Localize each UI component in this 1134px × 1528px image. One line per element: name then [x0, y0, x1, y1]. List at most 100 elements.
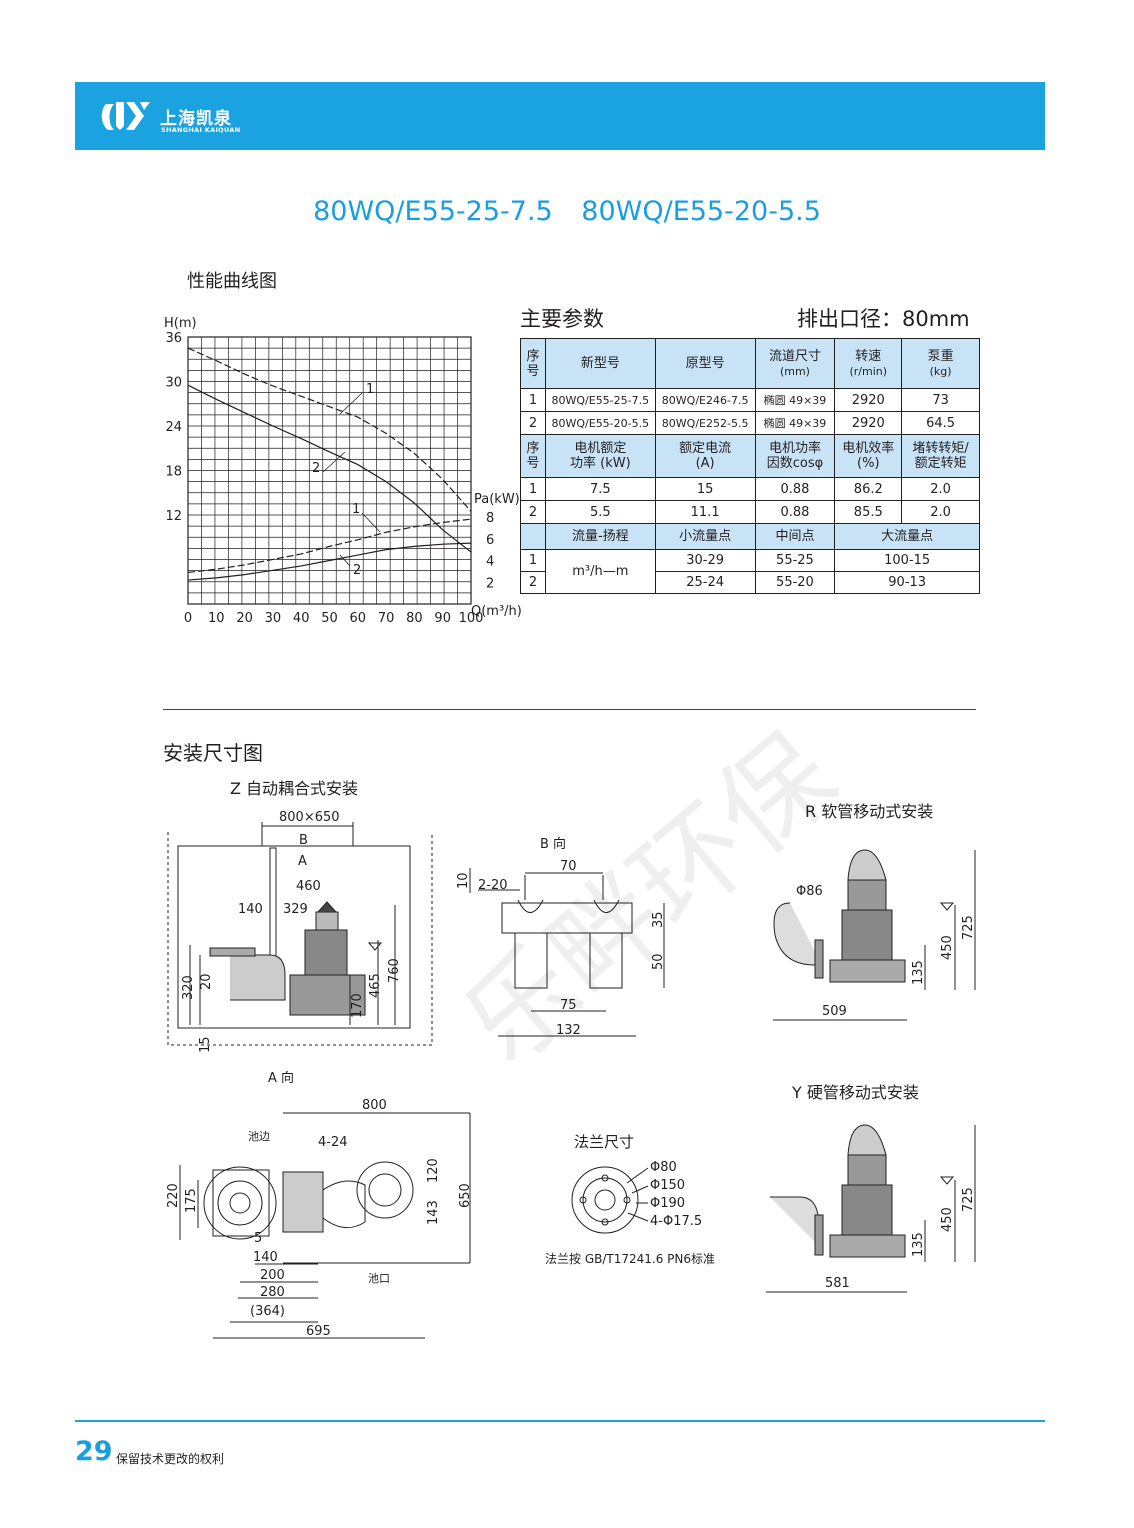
table-header-cell: 堵转转矩/额定转矩: [901, 434, 980, 478]
table-cell: 2920: [834, 411, 903, 435]
x-tick-label: 100: [459, 611, 484, 626]
svg-text:Φ86: Φ86: [796, 884, 823, 899]
table-cell: 30-29: [654, 549, 756, 572]
svg-text:10: 10: [456, 872, 471, 889]
footer-line: [75, 1420, 1045, 1422]
table-cell: m³/h—m: [544, 549, 656, 594]
svg-text:220: 220: [166, 1183, 181, 1208]
table-header-cell: 中间点: [754, 523, 836, 550]
table-header-cell: 电机功率因数cosφ: [754, 434, 836, 478]
svg-text:800: 800: [362, 1098, 387, 1113]
series-line-power-1: [187, 518, 472, 574]
params-section-title: 主要参数: [520, 307, 604, 331]
y-tick-label: 12: [165, 509, 182, 524]
y2-axis-label: Pa(kW): [474, 492, 520, 507]
svg-text:725: 725: [961, 1187, 976, 1212]
y2-tick-label: 8: [486, 511, 494, 526]
svg-text:15: 15: [198, 1036, 213, 1053]
curve-label-h2: 2: [312, 461, 320, 476]
params-table: 序号 新型号 原型号 流道尺寸(mm) 转速(r/min) 泵重(kg) 1 8…: [520, 338, 980, 594]
pump-drawing-r: [773, 849, 976, 1021]
svg-text:509: 509: [822, 1004, 847, 1019]
table-cell: 2: [520, 500, 546, 524]
table-cell: 80WQ/E55-20-5.5: [544, 411, 656, 435]
brand-name-en: SHANGHAI KAIQUAN: [161, 126, 241, 134]
table-cell: 15: [654, 477, 756, 501]
table-cell: 86.2: [834, 477, 903, 501]
install-section-title: 安装尺寸图: [163, 741, 263, 765]
svg-text:132: 132: [556, 1023, 581, 1038]
x-tick-label: 30: [265, 611, 282, 626]
svg-text:465: 465: [368, 973, 383, 998]
section-divider: [163, 709, 976, 710]
pit-drawing-z: [167, 822, 433, 1046]
table-header-cell: 流道尺寸(mm): [754, 338, 836, 389]
flange-drawing: [571, 1166, 649, 1234]
svg-text:320: 320: [181, 975, 196, 1000]
table-header-cell: 序号: [520, 338, 546, 389]
svg-text:Φ80: Φ80: [650, 1160, 677, 1175]
svg-text:725: 725: [961, 915, 976, 940]
svg-text:450: 450: [940, 935, 955, 960]
svg-text:20: 20: [199, 973, 214, 990]
svg-text:乐畔环保: 乐畔环保: [439, 710, 850, 1060]
table-cell: 85.5: [834, 500, 903, 524]
kaiquan-logo-icon: [101, 102, 150, 130]
svg-text:4-Φ17.5: 4-Φ17.5: [650, 1214, 702, 1229]
table-cell: 椭圆 49×39: [754, 388, 836, 412]
svg-text:Φ190: Φ190: [650, 1196, 685, 1211]
y-tick-label: 36: [165, 331, 182, 346]
pool-mouth-label: 池口: [368, 1272, 390, 1285]
table-cell: 80WQ/E55-25-7.5: [544, 388, 656, 412]
svg-text:460: 460: [296, 879, 321, 894]
table-cell: 2.0: [901, 477, 980, 501]
svg-text:135: 135: [911, 1232, 926, 1257]
z-install-label: Z 自动耦合式安装: [230, 779, 358, 798]
page-title: 80WQ/E55-25-7.5 80WQ/E55-20-5.5: [313, 196, 821, 227]
flange-note: 法兰按 GB/T17241.6 PN6标准: [545, 1252, 715, 1266]
table-header-cell: 原型号: [654, 338, 756, 389]
table-row: 序号 电机额定功率 (kW) 额定电流(A) 电机功率因数cosφ 电机效率(%…: [520, 434, 980, 478]
svg-text:A: A: [298, 854, 307, 869]
table-row: 2 25-24 55-20 90-13: [520, 571, 980, 594]
table-row: 2 5.5 11.1 0.88 85.5 2.0: [520, 500, 980, 524]
table-row: 1 80WQ/E55-25-7.5 80WQ/E246-7.5 椭圆 49×39…: [520, 388, 980, 412]
flange-dimensions: Φ80 Φ150 Φ190 4-Φ17.5: [650, 1160, 702, 1229]
watermark-text: 乐畔环保: [439, 710, 850, 1060]
svg-text:143: 143: [426, 1200, 441, 1225]
svg-text:135: 135: [911, 960, 926, 985]
y2-tick-label: 6: [486, 533, 494, 548]
svg-text:140: 140: [238, 902, 263, 917]
table-cell: 73: [901, 388, 980, 412]
a-view-label: A 向: [268, 1070, 294, 1086]
b-dimensions: 70 10 2-20 35 50 75 132: [456, 859, 666, 1038]
table-row: 2 80WQ/E55-20-5.5 80WQ/E252-5.5 椭圆 49×39…: [520, 411, 980, 435]
pump-drawing-y: [766, 1124, 976, 1293]
r-install-label: R 软管移动式安装: [805, 802, 933, 821]
table-row: 1 m³/h—m 30-29 55-25 100-15: [520, 549, 980, 594]
x-axis-label: Q(m³/h): [471, 604, 522, 619]
table-cell: 25-24: [654, 571, 756, 594]
curve-label-h1: 1: [366, 382, 374, 397]
a-dimensions: 800 4-24 220 175 120 143 650 5 140 200 2…: [166, 1098, 473, 1339]
table-row: 流量-扬程 小流量点 中间点 大流量点: [520, 523, 980, 550]
svg-text:650: 650: [458, 1183, 473, 1208]
footer-text: 保留技术更改的权利: [116, 1452, 225, 1466]
curve-section-title: 性能曲线图: [187, 271, 277, 292]
brand-name-cn: 上海凯泉: [160, 109, 232, 129]
table-header-cell: 序号: [520, 434, 546, 478]
svg-text:450: 450: [940, 1207, 955, 1232]
x-tick-label: 10: [208, 611, 225, 626]
table-cell: 2920: [834, 388, 903, 412]
page-number: 29: [75, 1436, 113, 1467]
z-dimensions: 800×650 B A 460 140 329 20 320 170 465 7…: [181, 810, 402, 1053]
table-cell: 80WQ/E246-7.5: [654, 388, 756, 412]
table-header-cell: 新型号: [544, 338, 656, 389]
svg-text:329: 329: [283, 902, 308, 917]
r-dimensions: Φ86 725 450 135 509: [796, 884, 976, 1019]
pool-edge-label: 池边: [248, 1130, 270, 1143]
chart-grid: [187, 336, 472, 605]
x-tick-label: 90: [434, 611, 451, 626]
table-cell: 0.88: [754, 477, 836, 501]
x-tick-label: 40: [293, 611, 310, 626]
